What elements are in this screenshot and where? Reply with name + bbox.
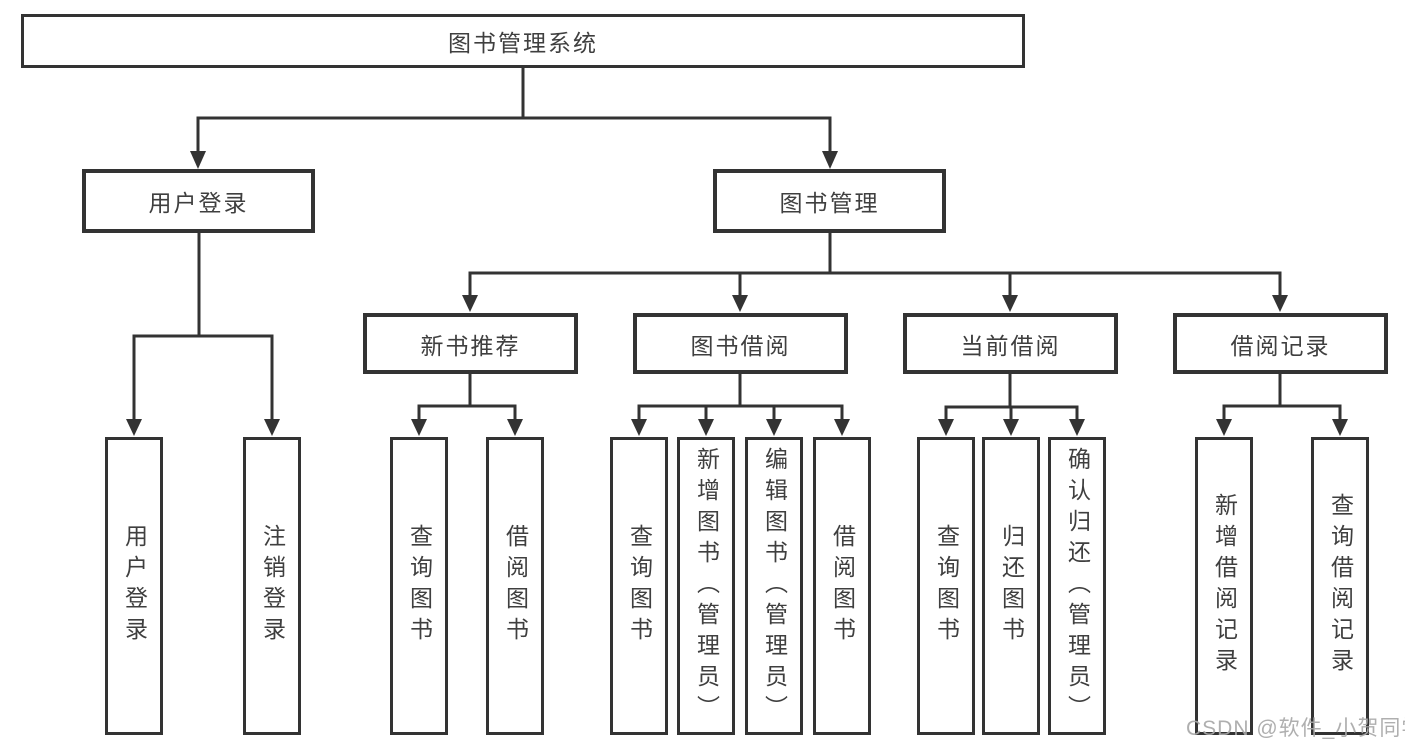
node-book-borrowing: 图书借阅 <box>633 313 848 374</box>
node-user-login-label: 用户登录 <box>148 190 249 216</box>
node-borrowing-records-label: 借阅记录 <box>1230 332 1331 359</box>
node-new-book-recommendation: 新书推荐 <box>363 313 578 374</box>
leaf-add-book-admin: 新增图书（管理员） <box>677 437 735 735</box>
arrowheads <box>126 151 1348 436</box>
root-node-library-system: 图书管理系统 <box>21 14 1025 68</box>
leaf-borrow-books-borrowing-label: 借阅图书 <box>829 524 856 648</box>
leaf-logout-label: 注销登录 <box>259 524 286 648</box>
csdn-watermark: CSDN @软件_小贺同学 <box>1186 717 1405 740</box>
root-node-label: 图书管理系统 <box>448 30 598 56</box>
node-borrowing-records: 借阅记录 <box>1173 313 1388 374</box>
leaf-query-borrow-record: 查询借阅记录 <box>1311 437 1369 735</box>
leaf-query-books-recommend-label: 查询图书 <box>406 524 433 648</box>
leaf-return-book-label: 归还图书 <box>998 524 1025 648</box>
leaf-user-login-label: 用户登录 <box>121 524 148 648</box>
leaf-logout: 注销登录 <box>243 437 301 735</box>
node-book-borrowing-label: 图书借阅 <box>690 332 791 359</box>
leaf-query-books-borrowing-label: 查询图书 <box>626 524 653 648</box>
leaf-borrow-books-recommend-label: 借阅图书 <box>502 524 529 648</box>
leaf-borrow-books-borrowing: 借阅图书 <box>813 437 871 735</box>
node-new-book-recommendation-label: 新书推荐 <box>420 332 521 359</box>
leaf-query-books-current-label: 查询图书 <box>933 524 960 648</box>
leaf-user-login: 用户登录 <box>105 437 163 735</box>
leaf-query-books-recommend: 查询图书 <box>390 437 448 735</box>
leaf-borrow-books-recommend: 借阅图书 <box>486 437 544 735</box>
leaf-confirm-return-admin: 确认归还（管理员） <box>1048 437 1106 735</box>
leaf-query-borrow-record-label: 查询借阅记录 <box>1327 493 1354 679</box>
node-current-borrowing: 当前借阅 <box>903 313 1118 374</box>
leaf-edit-book-admin: 编辑图书（管理员） <box>745 437 803 735</box>
leaf-add-borrow-record-label: 新增借阅记录 <box>1211 493 1238 679</box>
node-user-login: 用户登录 <box>82 169 315 233</box>
leaf-add-borrow-record: 新增借阅记录 <box>1195 437 1253 735</box>
node-current-borrowing-label: 当前借阅 <box>960 332 1061 359</box>
leaf-query-books-current: 查询图书 <box>917 437 975 735</box>
node-book-management: 图书管理 <box>713 169 946 233</box>
leaf-add-book-admin-label: 新增图书（管理员） <box>693 446 720 726</box>
leaf-return-book: 归还图书 <box>982 437 1040 735</box>
leaf-edit-book-admin-label: 编辑图书（管理员） <box>761 446 788 726</box>
leaf-query-books-borrowing: 查询图书 <box>610 437 668 735</box>
leaf-confirm-return-admin-label: 确认归还（管理员） <box>1064 446 1091 726</box>
node-book-management-label: 图书管理 <box>779 190 880 216</box>
